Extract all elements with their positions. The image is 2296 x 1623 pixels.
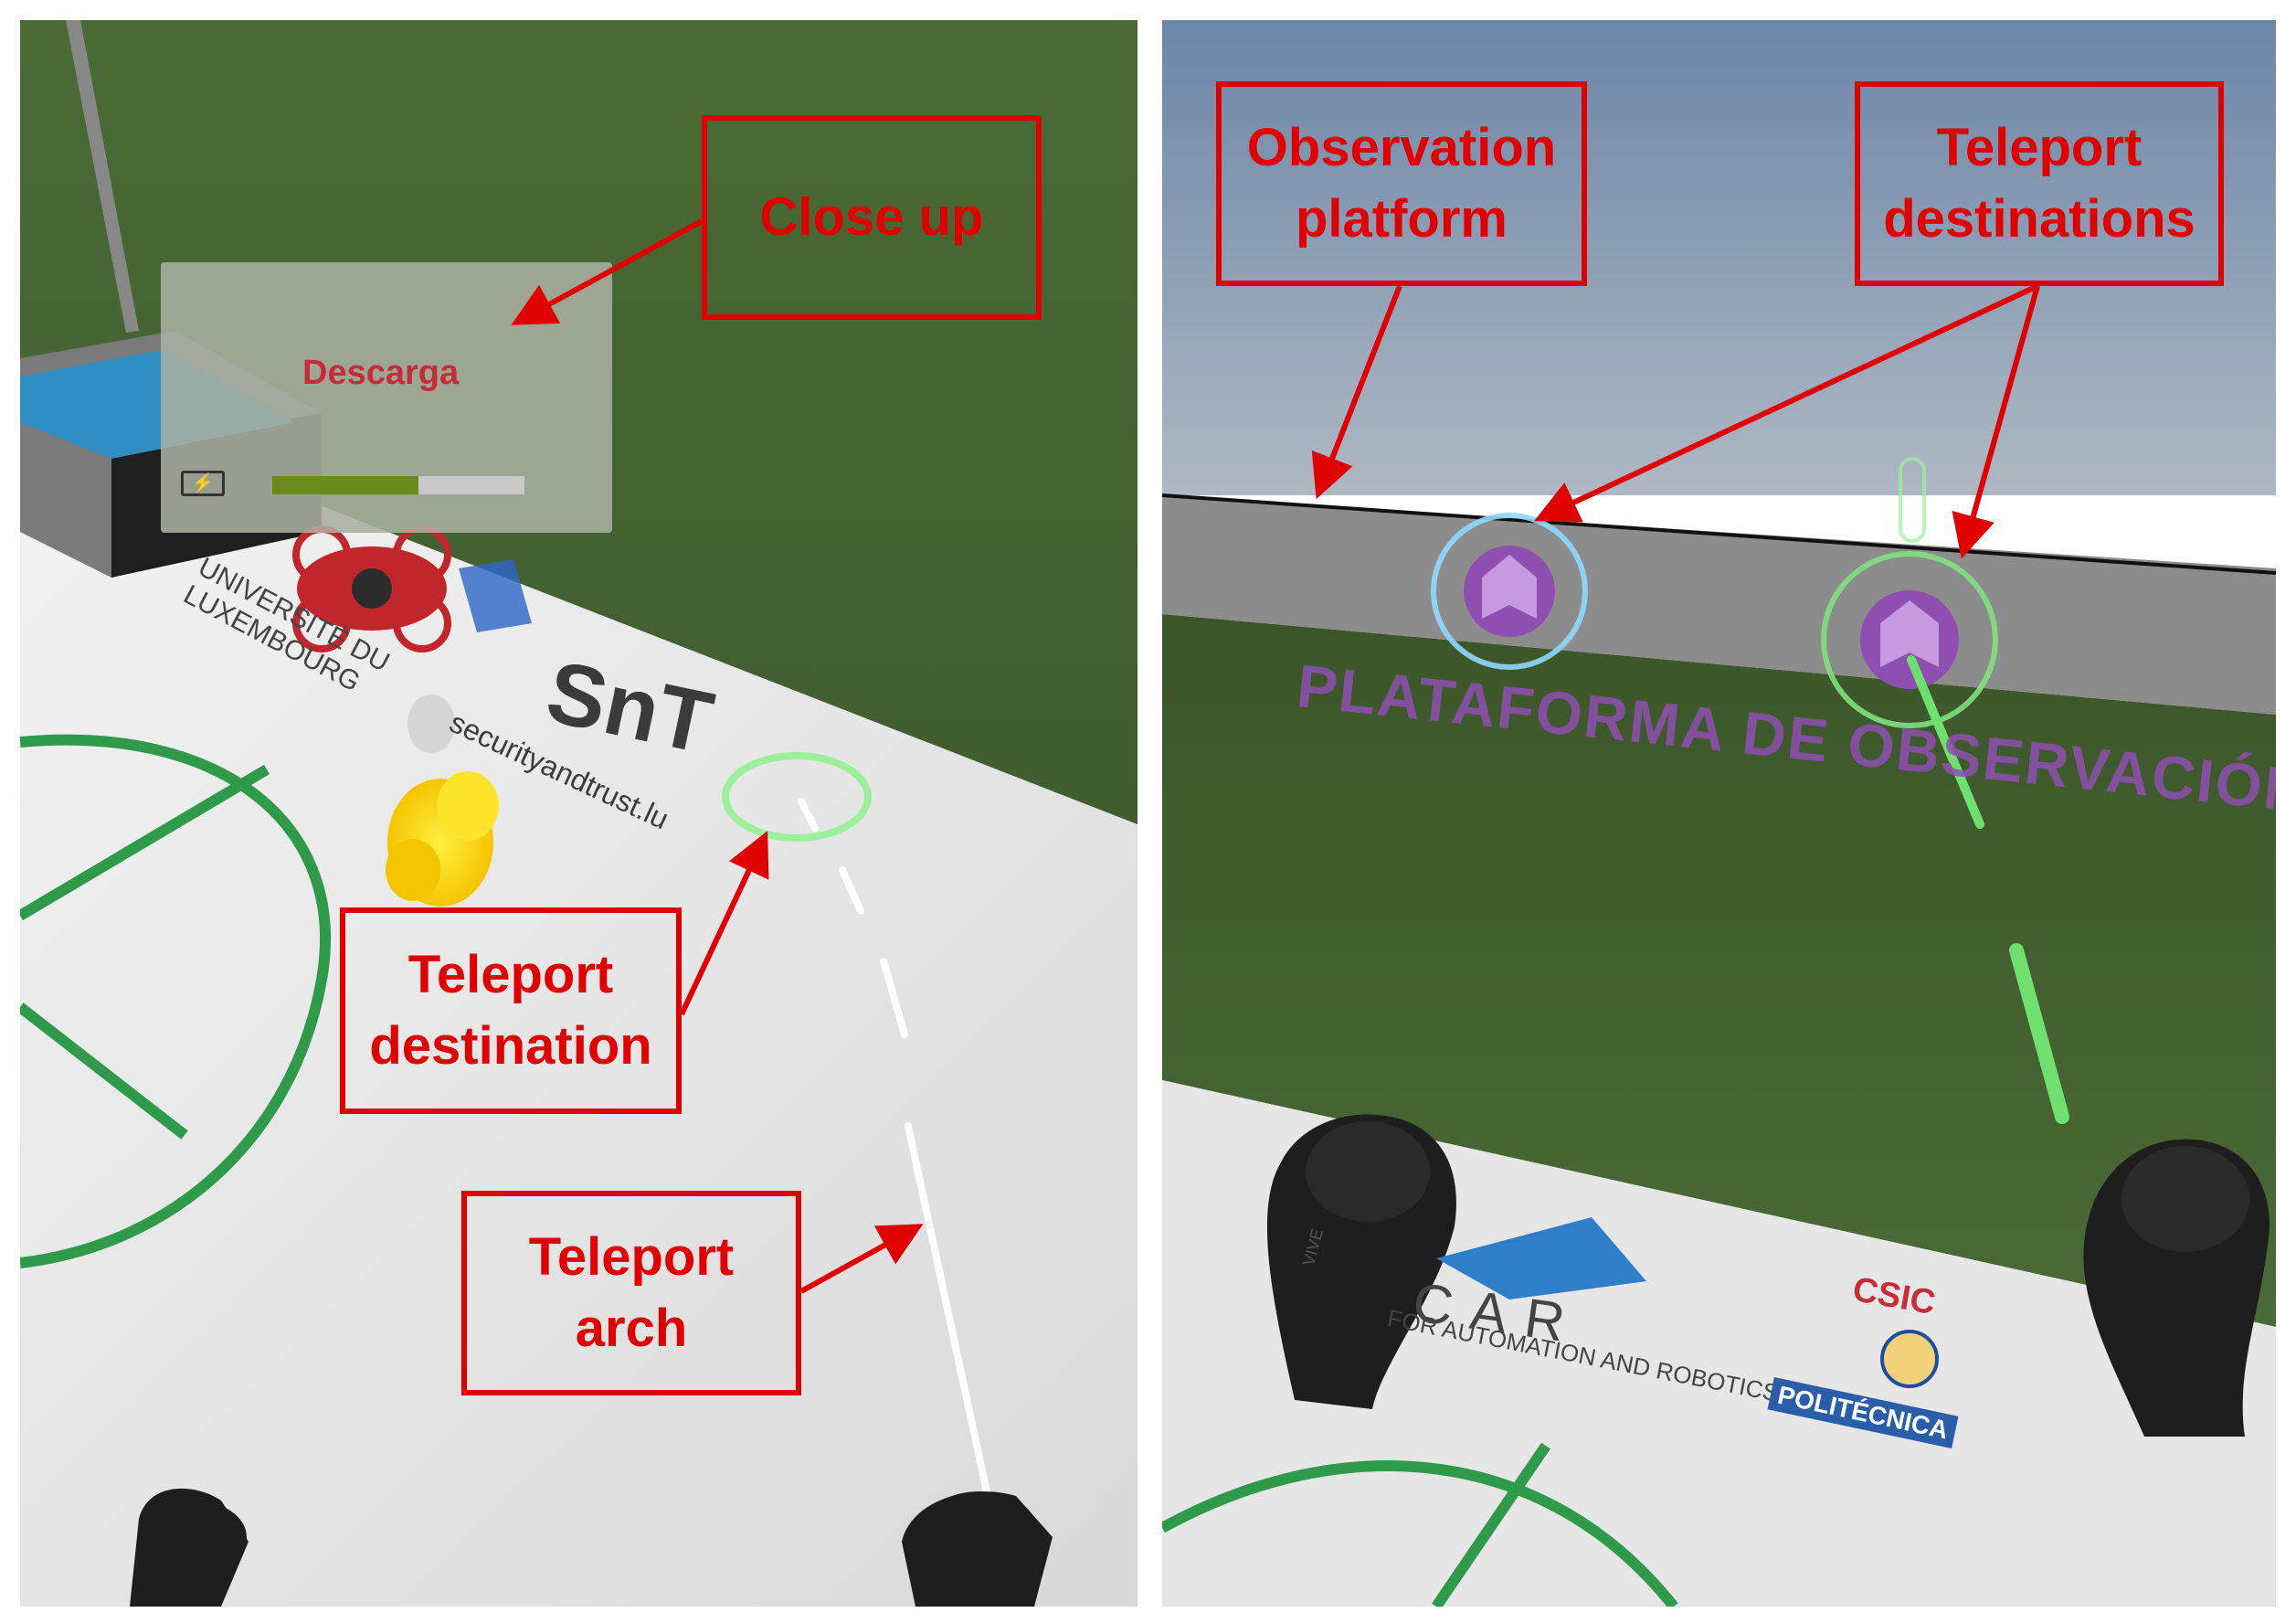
fire-effect [386, 771, 499, 907]
teleport-beam [1907, 655, 2069, 1124]
grass-ground [1162, 614, 2276, 1327]
upm-seal [1880, 1330, 1939, 1388]
annotation-teleport-destination: Teleport destination [340, 907, 682, 1114]
pole [66, 20, 139, 333]
battery-charging-icon: ⚡ [181, 471, 225, 496]
vr-controller-right [902, 1491, 1053, 1607]
car-logo-mark [1436, 1217, 1646, 1299]
platform-edge-line [1162, 493, 2276, 575]
court-markings [1162, 1442, 1678, 1607]
vr-controller-left [1266, 1114, 1456, 1409]
annotation-teleport-destinations: Teleport destinations [1855, 81, 2224, 286]
battery-bar [272, 476, 524, 494]
drone-status-hud: Descarga ⚡ [161, 262, 612, 533]
drone [292, 525, 532, 652]
teleport-arch [798, 798, 992, 1504]
battery-bar-fill [272, 476, 419, 494]
hud-title: Descarga [302, 354, 460, 392]
smoke [407, 695, 455, 753]
annotation-close-up: Close up [702, 115, 1042, 320]
court-markings [20, 734, 332, 1268]
vr-controller-left [130, 1488, 249, 1607]
annotation-observation-platform: Observation platform [1216, 81, 1587, 286]
teleport-destination-ring[interactable] [722, 752, 872, 842]
vr-controller-right [2083, 1139, 2270, 1437]
horizon-wall [1162, 495, 2276, 715]
teleport-marker-1[interactable] [1431, 513, 1588, 670]
annotation-teleport-arch: Teleport arch [461, 1191, 801, 1395]
